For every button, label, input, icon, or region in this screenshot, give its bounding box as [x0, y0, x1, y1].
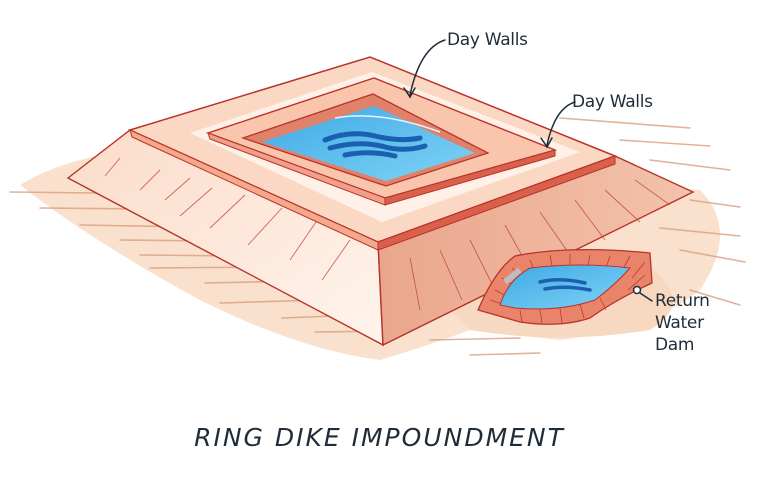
arrow-day-walls-1: [409, 39, 446, 96]
water-ripples: [322, 131, 428, 159]
arrow-day-walls-2: [546, 101, 576, 146]
diagram-title: RING DIKE IMPOUNDMENT: [194, 423, 565, 452]
label-return-water-dam: Return Water Dam: [655, 291, 710, 355]
return-water-dam: [477, 248, 653, 325]
arrow-return-water-dam: [639, 292, 653, 302]
label-day-walls-1: Day Walls: [447, 30, 528, 50]
label-day-walls-2: Day Walls: [572, 92, 653, 112]
leader-arrows: [403, 39, 653, 302]
